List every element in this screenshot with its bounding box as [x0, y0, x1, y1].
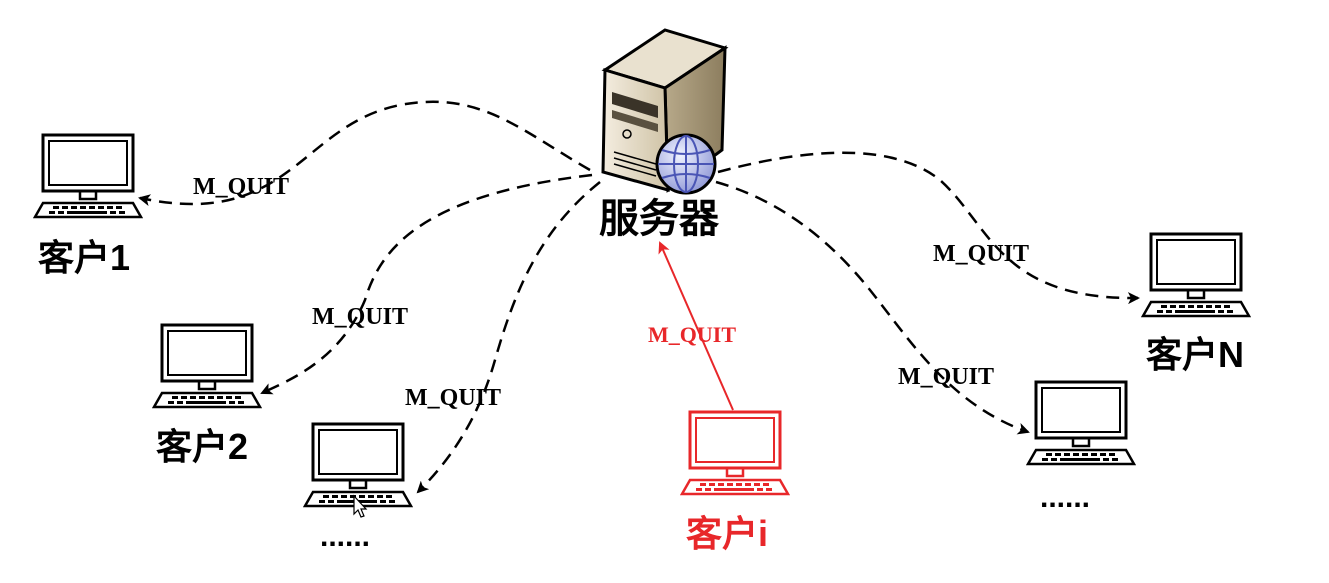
server-label: 服务器	[599, 197, 720, 241]
msg-label-client-1: M_QUIT	[193, 174, 289, 200]
arrow-server-to-client-1	[138, 100, 591, 206]
arrow-server-to-client-5	[715, 180, 1030, 435]
client-1-label: 客户1	[38, 237, 130, 278]
arrow-server-to-client-n	[717, 151, 1140, 305]
computer-client-2-icon	[152, 323, 262, 409]
client-5-ellipsis: ......	[1040, 481, 1090, 514]
mouse-cursor-icon	[353, 494, 368, 518]
msg-label-client-i: M_QUIT	[648, 322, 736, 347]
computer-client-1-icon	[33, 133, 143, 219]
computer-client-n-icon	[1141, 232, 1251, 318]
client-2-label: 客户2	[156, 426, 248, 467]
computer-client-5-icon	[1026, 380, 1136, 466]
msg-label-client-3: M_QUIT	[405, 385, 501, 411]
client-n-label: 客户N	[1146, 334, 1244, 375]
arrow-client-i-to-server	[658, 241, 734, 411]
client-3-ellipsis: ......	[320, 520, 370, 553]
computer-client-3-icon	[303, 422, 413, 508]
msg-label-client-5: M_QUIT	[898, 364, 994, 390]
globe-icon	[655, 133, 717, 195]
arrow-server-to-client-3	[416, 181, 601, 494]
msg-label-client-2: M_QUIT	[312, 304, 408, 330]
client-i-label: 客户i	[686, 513, 768, 554]
connectors	[138, 100, 1140, 494]
computer-client-i-icon	[680, 410, 790, 496]
msg-label-client-n: M_QUIT	[933, 241, 1029, 267]
arrow-server-to-client-2	[260, 173, 593, 395]
